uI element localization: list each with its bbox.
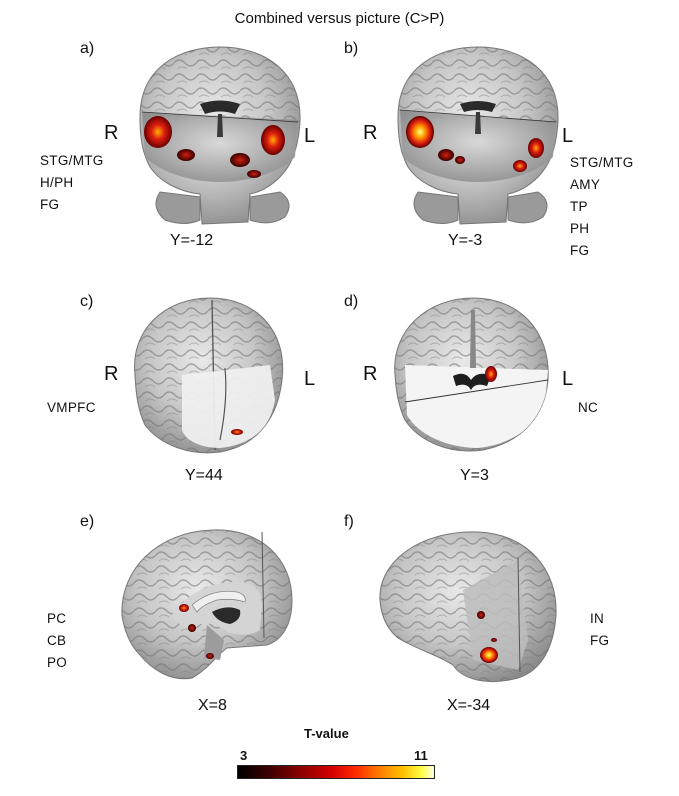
- panel-c-right-marker: R: [104, 363, 119, 385]
- panel-d-brain-coronal: [394, 297, 549, 452]
- region-label: PC: [47, 611, 67, 626]
- panel-b-coordinate: Y=-3: [448, 232, 483, 249]
- colorbar-max-label: 11: [414, 748, 428, 763]
- activation-blob: [438, 149, 454, 161]
- region-label: FG: [40, 197, 60, 212]
- activation-blob: [261, 125, 285, 155]
- region-label: FG: [590, 633, 610, 648]
- region-label: H/PH: [40, 175, 74, 190]
- activation-blob: [179, 604, 189, 612]
- activation-blob: [480, 647, 498, 663]
- activation-blob: [485, 366, 497, 382]
- panel-d-regions: NC: [578, 397, 598, 419]
- colorbar: [237, 765, 435, 779]
- panel-b-left-marker: L: [562, 125, 574, 147]
- panel-f-label: f): [344, 513, 354, 530]
- panel-e-brain-sagittal: [121, 529, 293, 680]
- activation-blob: [247, 170, 261, 178]
- panel-f-coordinate: X=-34: [447, 697, 491, 714]
- panel-f-regions: IN FG: [590, 608, 609, 652]
- panel-b-regions: STG/MTG AMY TP PH FG: [570, 152, 634, 262]
- panel-a-brain-coronal: [139, 46, 301, 225]
- activation-blob: [513, 160, 527, 172]
- panel-a-label: a): [80, 40, 95, 57]
- panel-f-brain-sagittal: [379, 531, 557, 683]
- panel-e-regions: PC CB PO: [47, 608, 67, 674]
- panel-c-label: c): [80, 293, 94, 310]
- panel-d-coordinate: Y=3: [460, 467, 489, 484]
- activation-blob: [491, 638, 497, 642]
- region-label: VMPFC: [47, 400, 96, 415]
- region-label: CB: [47, 633, 67, 648]
- panel-a-regions: STG/MTG H/PH FG: [40, 150, 104, 216]
- activation-blob: [231, 429, 243, 435]
- panel-a-left-marker: L: [304, 125, 316, 147]
- panel-c-regions: VMPFC: [47, 397, 96, 419]
- panel-b-right-marker: R: [363, 122, 378, 144]
- region-label: PO: [47, 655, 68, 670]
- region-label: NC: [578, 400, 599, 415]
- panel-a-coordinate: Y=-12: [170, 232, 214, 249]
- region-label: IN: [590, 611, 605, 626]
- panel-e-label: e): [80, 513, 95, 530]
- activation-blob: [477, 611, 485, 619]
- activation-blob: [188, 624, 196, 632]
- panel-c-coordinate: Y=44: [185, 467, 223, 484]
- region-label: TP: [570, 199, 588, 214]
- colorbar-min-label: 3: [240, 748, 248, 763]
- activation-blob: [528, 138, 544, 158]
- activation-blob: [230, 153, 250, 167]
- panel-b-brain-coronal: [397, 46, 559, 225]
- panel-b-label: b): [344, 40, 359, 57]
- colorbar-title: T-value: [304, 726, 349, 741]
- panel-d-right-marker: R: [363, 363, 378, 385]
- region-label: PH: [570, 221, 590, 236]
- region-label: STG/MTG: [40, 153, 104, 168]
- activation-blob: [406, 116, 434, 148]
- panel-a-right-marker: R: [104, 122, 119, 144]
- activation-blob: [455, 156, 465, 164]
- panel-d-label: d): [344, 293, 359, 310]
- activation-blob: [144, 116, 172, 148]
- panel-c-left-marker: L: [304, 368, 316, 390]
- panel-d-left-marker: L: [562, 368, 574, 390]
- region-label: STG/MTG: [570, 155, 634, 170]
- activation-blob: [206, 653, 214, 659]
- activation-blob: [177, 149, 195, 161]
- panel-e-coordinate: X=8: [198, 697, 227, 714]
- region-label: FG: [570, 243, 590, 258]
- panel-c-brain-frontal: [134, 297, 284, 454]
- region-label: AMY: [570, 177, 601, 192]
- figure-title: Combined versus picture (C>P): [234, 10, 445, 27]
